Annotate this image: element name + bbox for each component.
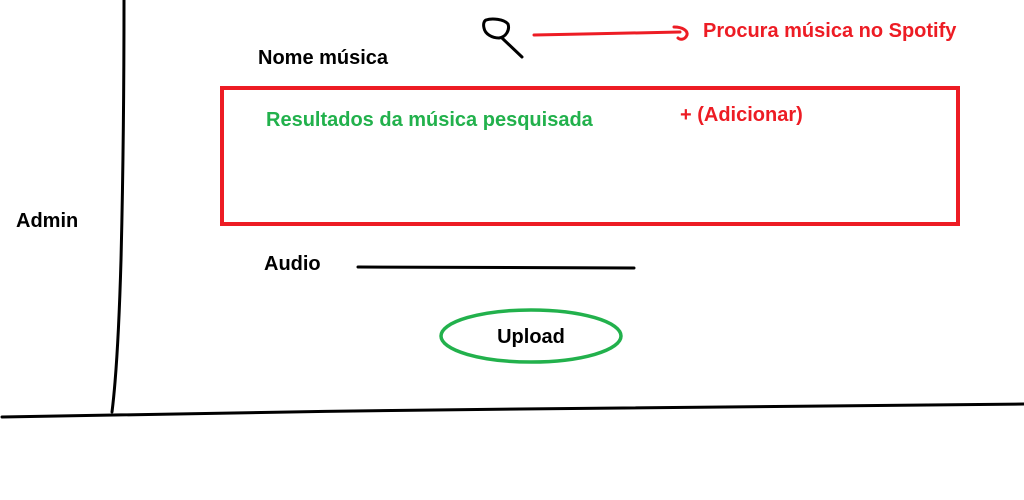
upload-button[interactable]: Upload (439, 309, 623, 365)
sidebar-divider (110, 0, 126, 414)
audio-label: Audio (264, 253, 321, 275)
search-results-label: Resultados da música pesquisada (266, 109, 593, 131)
spotify-search-annotation: Procura música no Spotify (703, 20, 957, 42)
audio-input[interactable] (356, 256, 636, 278)
search-results-panel (221, 87, 959, 225)
annotation-arrow (532, 25, 689, 41)
add-song-button[interactable]: + (Adicionar) (680, 104, 803, 126)
sidebar-admin-label[interactable]: Admin (16, 210, 79, 232)
bottom-divider (0, 402, 1024, 419)
song-name-label: Nome música (258, 47, 389, 69)
search-icon[interactable] (476, 14, 528, 62)
upload-button-label: Upload (497, 325, 565, 348)
